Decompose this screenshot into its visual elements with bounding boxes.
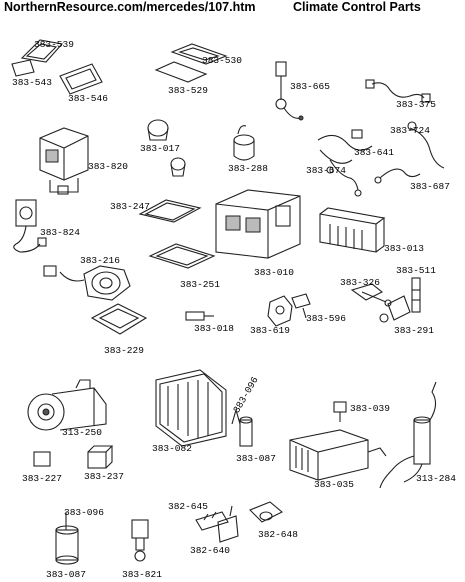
part-label-383-543: 383-543 [12,77,52,88]
part-383-251-drawing [148,243,216,269]
part-383-229-drawing [90,303,148,335]
part-label-383-546: 383-546 [68,93,108,104]
part-label-383-724: 383-724 [390,125,430,136]
part-label-383-821: 383-821 [122,569,162,580]
part-383-013-drawing [319,207,386,253]
part-383-511-drawing [411,277,421,313]
part-383-087a-drawing [239,416,253,447]
part-label-383-596: 383-596 [306,313,346,324]
part-382-648-drawing [249,501,283,523]
site-url-header: NorthernResource.com/mercedes/107.htm [4,0,256,14]
part-383-596-drawing [291,293,311,319]
part-label-383-375: 383-375 [396,99,436,110]
part-383-017-drawing [147,119,186,177]
part-383-665-drawing [275,61,304,121]
part-label-383-326: 383-326 [340,277,380,288]
part-label-383-237: 383-237 [84,471,124,482]
part-label-383-687: 383-687 [410,181,450,192]
part-383-619-drawing [267,295,293,327]
part-label-383-619: 383-619 [250,325,290,336]
part-383-529-drawing [154,61,208,83]
part-label-383-251: 383-251 [180,279,220,290]
part-label-383-824: 383-824 [40,227,80,238]
part-label-383-035: 383-035 [314,479,354,490]
part-label-313-250: 313-250 [62,427,102,438]
part-383-227-drawing [33,451,51,467]
part-label-383-096-bottom: 383-096 [64,507,104,518]
part-383-824-drawing [13,199,47,253]
part-313-250-drawing [27,379,107,431]
part-383-546-drawing [59,63,103,95]
part-label-383-665: 383-665 [290,81,330,92]
part-383-821-drawing [131,519,149,562]
part-label-383-087-bottom: 383-087 [46,569,86,580]
part-label-313-284: 313-284 [416,473,456,484]
part-label-383-291: 383-291 [394,325,434,336]
part-label-383-216: 383-216 [80,255,120,266]
part-383-035-drawing [289,429,387,481]
part-383-291-drawing [379,295,411,323]
page-title: Climate Control Parts [293,0,421,14]
part-label-383-082: 383-082 [152,443,192,454]
part-label-383-641: 383-641 [354,147,394,158]
part-383-641-drawing [317,129,373,174]
part-label-383-820: 383-820 [88,161,128,172]
part-383-674-drawing [329,159,362,197]
part-label-382-640: 382-640 [190,545,230,556]
part-383-724-drawing [407,121,445,169]
part-382-640-drawing [217,505,239,543]
part-label-383-227: 383-227 [22,473,62,484]
part-label-383-674: 383-674 [306,165,346,176]
part-label-382-645: 382-645 [168,501,208,512]
part-383-530-drawing [170,43,228,65]
part-383-096a-drawing [231,407,241,425]
part-383-237-drawing [87,445,114,469]
part-383-039-drawing [333,401,347,422]
part-383-288-drawing [233,125,255,161]
part-label-383-013: 383-013 [384,243,424,254]
part-383-216-drawing [43,265,131,301]
part-313-284-drawing [379,381,437,489]
part-label-383-511: 383-511 [396,265,436,276]
part-label-383-039: 383-039 [350,403,390,414]
part-label-383-229: 383-229 [104,345,144,356]
part-383-375-drawing [365,79,431,103]
part-label-383-017: 383-017 [140,143,180,154]
part-382-645-drawing [195,511,229,531]
part-383-087b-drawing [55,525,79,565]
part-label-383-539: 383-539 [34,39,74,50]
part-label-383-247: 383-247 [110,201,150,212]
part-label-383-087-middle: 383-087 [236,453,276,464]
part-383-018-drawing [185,311,214,321]
part-383-082-drawing [155,369,227,447]
part-label-383-529: 383-529 [168,85,208,96]
part-383-543-drawing [11,59,35,77]
part-label-383-010: 383-010 [254,267,294,278]
part-383-687-drawing [374,168,421,184]
part-label-383-018: 383-018 [194,323,234,334]
part-383-539-drawing [20,39,64,63]
part-label-382-648: 382-648 [258,529,298,540]
part-label-383-530: 383-530 [202,55,242,66]
part-383-247-drawing [138,199,202,223]
part-383-010-drawing [215,189,301,259]
part-label-383-288: 383-288 [228,163,268,174]
part-383-820-drawing [39,127,89,195]
